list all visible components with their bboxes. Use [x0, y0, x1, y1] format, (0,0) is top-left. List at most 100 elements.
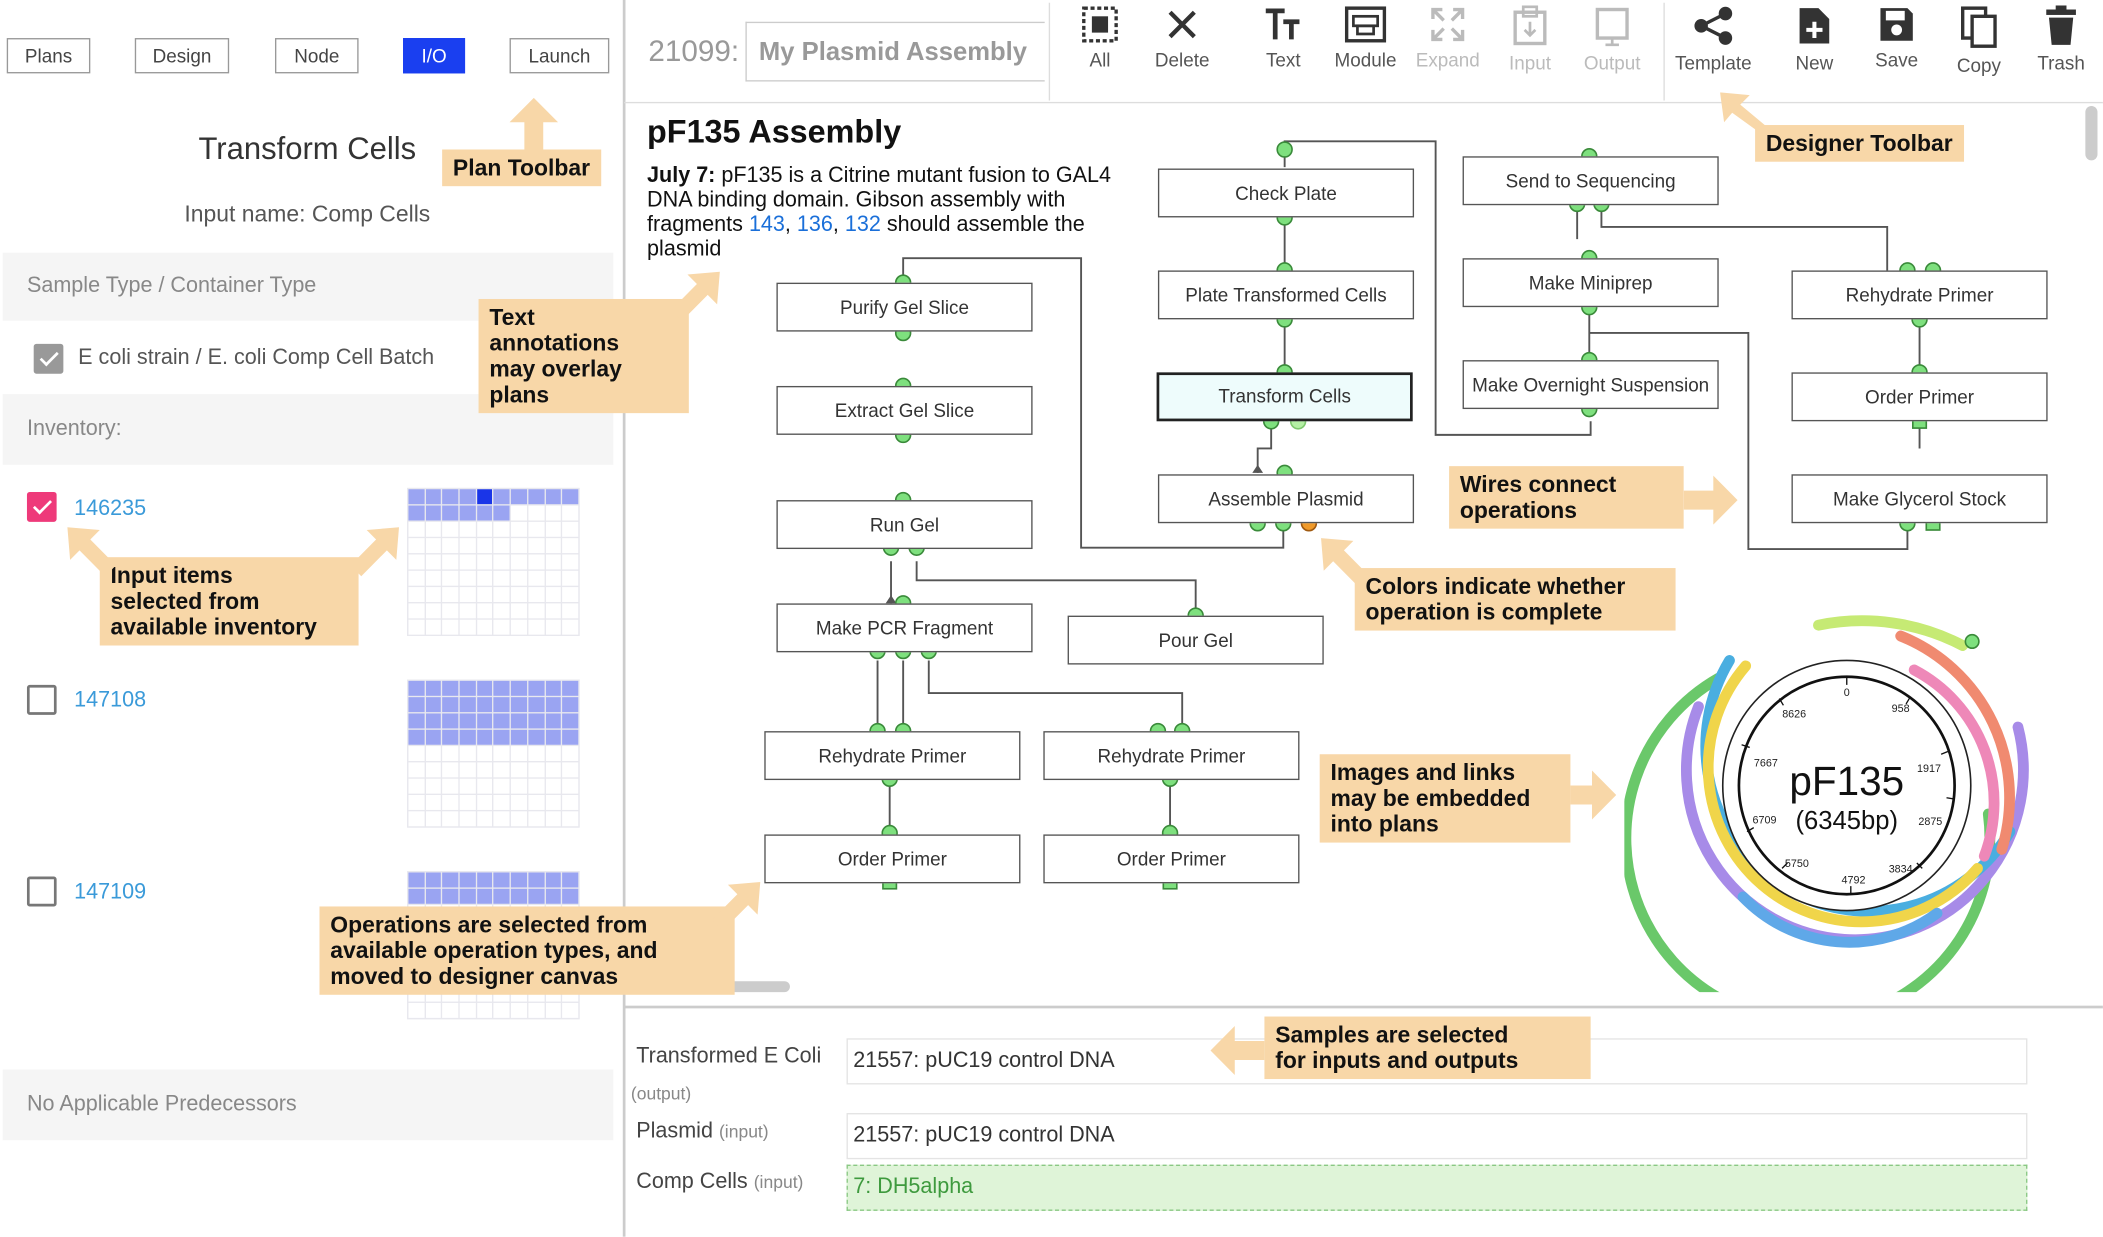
grid-cell[interactable] [425, 538, 442, 554]
grid-cell[interactable] [425, 778, 442, 794]
grid-cell[interactable] [425, 570, 442, 586]
grid-cell[interactable] [442, 554, 459, 570]
operation-send-to-sequencing[interactable]: Send to Sequencing [1462, 156, 1719, 206]
grid-cell[interactable] [562, 680, 579, 696]
grid-cell[interactable] [528, 811, 545, 827]
grid-cell[interactable] [408, 729, 425, 745]
grid-cell[interactable] [494, 538, 510, 554]
grid-cell[interactable] [511, 888, 527, 904]
grid-cell[interactable] [545, 697, 562, 713]
operation-rehydrate-primer[interactable]: Rehydrate Primer [764, 731, 1021, 781]
plasmid-map[interactable]: 0 958 1917 2875 3834 4792 5750 6709 7667… [1620, 584, 2069, 1027]
grid-cell[interactable] [545, 729, 562, 745]
grid-cell[interactable] [459, 619, 476, 635]
fragment-link[interactable]: 136 [796, 213, 833, 237]
trash-button[interactable]: Trash [2021, 5, 2102, 73]
grid-cell[interactable] [511, 762, 527, 778]
grid-cell[interactable] [562, 505, 579, 521]
plans-button[interactable]: Plans [6, 38, 91, 74]
grid-cell[interactable] [494, 570, 510, 586]
grid-cell[interactable] [408, 680, 425, 696]
grid-cell[interactable] [476, 697, 493, 713]
expand-button[interactable]: Expand [1407, 5, 1488, 71]
grid-cell[interactable] [545, 778, 562, 794]
grid-cell[interactable] [528, 888, 545, 904]
grid-cell[interactable] [511, 680, 527, 696]
grid-cell[interactable] [476, 680, 493, 696]
grid-cell[interactable] [408, 713, 425, 729]
designer-canvas[interactable]: Purify Gel Slice Extract Gel Slice Run G… [624, 103, 2103, 1027]
grid-cell[interactable] [545, 795, 562, 810]
grid-cell[interactable] [408, 1002, 425, 1018]
operation-make-miniprep[interactable]: Make Miniprep [1462, 258, 1719, 308]
grid-cell[interactable] [545, 619, 562, 635]
operation-extract-gel-slice[interactable]: Extract Gel Slice [776, 385, 1033, 435]
grid-cell[interactable] [528, 778, 545, 794]
grid-cell[interactable] [442, 619, 459, 635]
grid-cell[interactable] [442, 587, 459, 603]
grid-cell[interactable] [425, 619, 442, 635]
grid-cell[interactable] [545, 538, 562, 554]
grid-cell[interactable] [442, 521, 459, 537]
grid-cell[interactable] [476, 587, 493, 603]
grid-cell[interactable] [442, 795, 459, 810]
grid-cell[interactable] [562, 1002, 579, 1018]
operation-rehydrate-primer[interactable]: Rehydrate Primer [1791, 270, 2048, 320]
grid-cell[interactable] [476, 505, 493, 521]
io-button[interactable]: I/O [403, 38, 466, 74]
grid-cell[interactable] [528, 746, 545, 762]
operation-transform-cells[interactable]: Transform Cells [1156, 372, 1413, 422]
operation-make-glycerol-stock[interactable]: Make Glycerol Stock [1791, 474, 2048, 524]
grid-cell[interactable] [425, 1002, 442, 1018]
grid-cell[interactable] [476, 619, 493, 635]
comp-cells-sample-field[interactable]: 7: DH5alpha [846, 1164, 2028, 1211]
grid-cell[interactable] [442, 489, 459, 505]
save-button[interactable]: Save [1856, 5, 1937, 71]
collection-grid[interactable] [407, 487, 580, 637]
grid-cell[interactable] [511, 1002, 527, 1018]
grid-cell[interactable] [511, 603, 527, 619]
grid-cell[interactable] [528, 729, 545, 745]
grid-cell[interactable] [562, 489, 579, 505]
grid-cell[interactable] [545, 811, 562, 827]
grid-cell[interactable] [528, 619, 545, 635]
vertical-scrollbar[interactable] [2085, 106, 2098, 161]
grid-cell[interactable] [476, 713, 493, 729]
grid-cell[interactable] [494, 603, 510, 619]
grid-cell[interactable] [511, 505, 527, 521]
grid-cell[interactable] [442, 888, 459, 904]
grid-cell[interactable] [494, 680, 510, 696]
grid-cell[interactable] [545, 554, 562, 570]
grid-cell[interactable] [528, 1002, 545, 1018]
grid-cell[interactable] [476, 872, 493, 888]
inventory-checkbox-146235[interactable] [26, 491, 57, 522]
grid-cell[interactable] [459, 554, 476, 570]
grid-cell[interactable] [408, 538, 425, 554]
copy-button[interactable]: Copy [1938, 5, 2019, 76]
grid-cell[interactable] [511, 587, 527, 603]
output-button[interactable]: Output [1572, 5, 1653, 73]
grid-cell[interactable] [476, 570, 493, 586]
grid-cell[interactable] [459, 697, 476, 713]
collection-grid[interactable] [407, 679, 580, 828]
grid-cell[interactable] [562, 603, 579, 619]
grid-cell[interactable] [476, 521, 493, 537]
grid-cell[interactable] [494, 505, 510, 521]
grid-cell[interactable] [528, 587, 545, 603]
grid-cell[interactable] [408, 762, 425, 778]
grid-cell[interactable] [476, 538, 493, 554]
grid-cell[interactable] [459, 762, 476, 778]
grid-cell[interactable] [425, 603, 442, 619]
grid-cell[interactable] [494, 587, 510, 603]
grid-cell[interactable] [408, 888, 425, 904]
grid-cell[interactable] [528, 489, 545, 505]
grid-cell[interactable] [494, 795, 510, 810]
grid-cell[interactable] [494, 762, 510, 778]
module-button[interactable]: Module [1325, 5, 1406, 71]
sample-type-checkbox[interactable] [33, 343, 64, 374]
grid-cell[interactable] [459, 729, 476, 745]
grid-cell[interactable] [425, 729, 442, 745]
grid-cell[interactable] [511, 554, 527, 570]
grid-cell[interactable] [528, 795, 545, 810]
grid-cell[interactable] [511, 538, 527, 554]
